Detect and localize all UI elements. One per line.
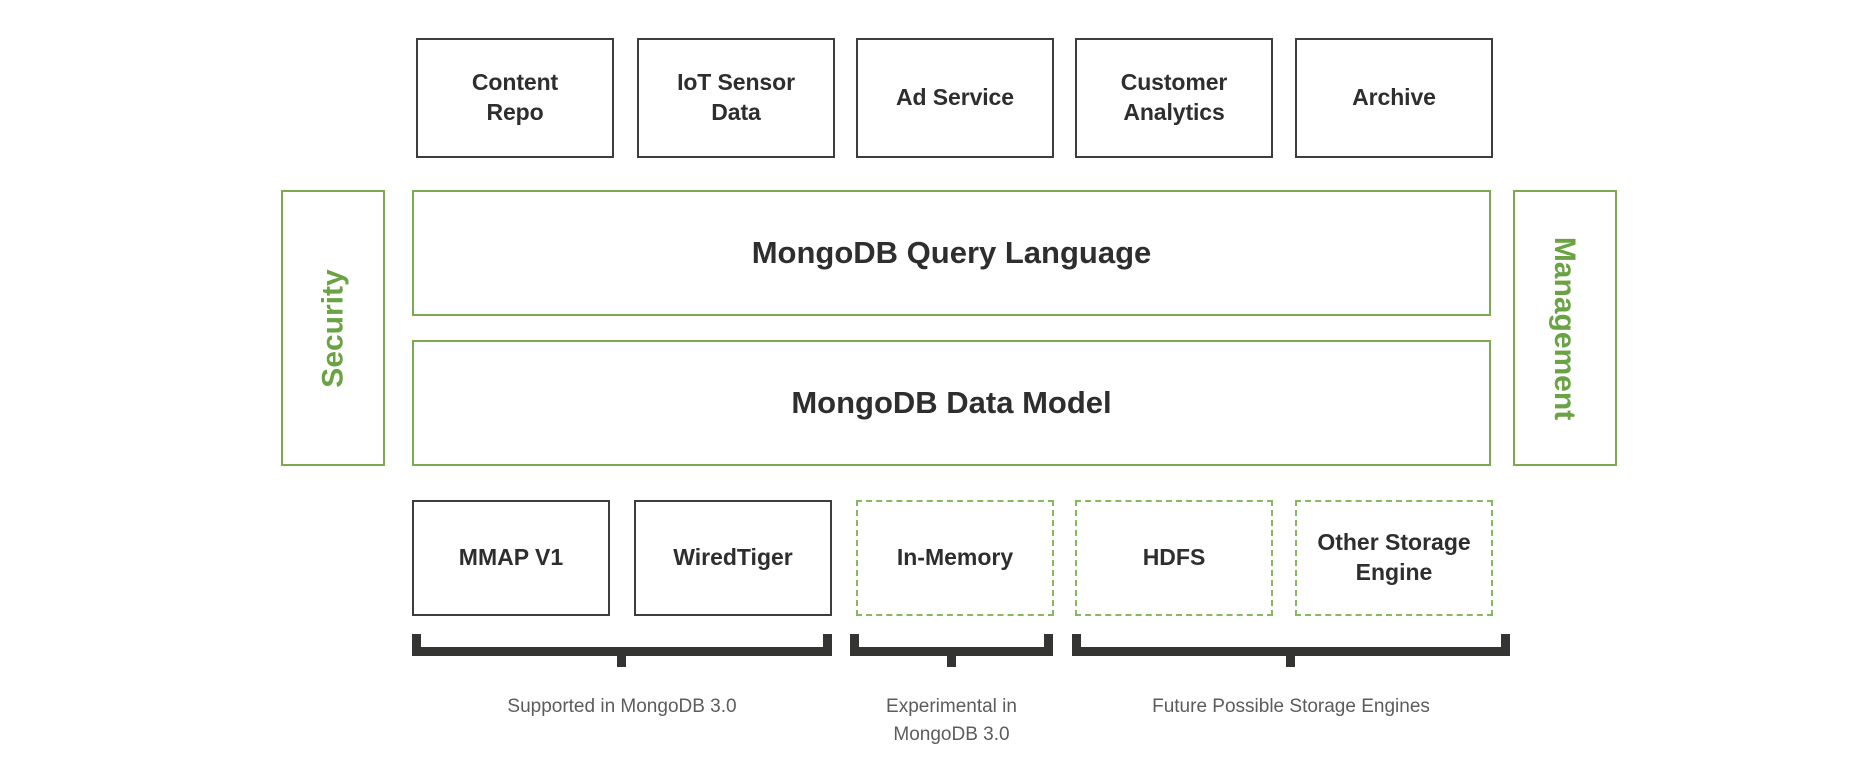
app-box-label: Customer Analytics: [1120, 69, 1228, 125]
bracket-future-group: [1072, 634, 1510, 667]
storage-engine-label: Other Storage Engine: [1317, 529, 1471, 585]
app-box-label: Archive: [1352, 84, 1436, 111]
side-panel-label-security: Security: [316, 268, 350, 388]
side-panel-security[interactable]: Security: [281, 190, 385, 466]
layer-mongodb-query-language[interactable]: MongoDB Query Language: [412, 190, 1491, 316]
storage-engine-label: HDFS: [1142, 544, 1206, 571]
storage-engine-label: WiredTiger: [673, 544, 793, 571]
layer-label: MongoDB Query Language: [751, 234, 1152, 270]
storage-engine-wiredtiger[interactable]: WiredTiger: [634, 500, 832, 616]
bracket-stem: [1286, 647, 1295, 667]
storage-engine-other[interactable]: Other Storage Engine: [1295, 500, 1493, 616]
app-box-label: Content Repo: [471, 69, 559, 125]
app-box-iot-sensor-data[interactable]: IoT Sensor Data: [637, 38, 835, 158]
app-box-content-repo[interactable]: Content Repo: [416, 38, 614, 158]
app-box-label: IoT Sensor Data: [677, 69, 795, 125]
app-box-archive[interactable]: Archive: [1295, 38, 1493, 158]
storage-engine-in-memory[interactable]: In-Memory: [856, 500, 1054, 616]
storage-engine-label: In-Memory: [896, 544, 1014, 571]
side-panel-management[interactable]: Management: [1513, 190, 1617, 466]
layer-mongodb-data-model[interactable]: MongoDB Data Model: [412, 340, 1491, 466]
bracket-stem: [617, 647, 626, 667]
storage-engine-hdfs[interactable]: HDFS: [1075, 500, 1273, 616]
layer-label: MongoDB Data Model: [791, 384, 1112, 420]
app-box-label: Ad Service: [896, 84, 1014, 111]
caption-future-group: Future Possible Storage Engines: [1152, 696, 1430, 717]
bracket-supported-group: [412, 634, 832, 667]
app-box-ad-service[interactable]: Ad Service: [856, 38, 1054, 158]
caption-experimental-group: Experimental in MongoDB 3.0: [886, 696, 1017, 745]
caption-supported-group: Supported in MongoDB 3.0: [507, 696, 737, 717]
bracket-stem: [946, 647, 956, 667]
storage-engine-label: MMAP V1: [458, 544, 564, 571]
storage-engine-mmap-v1[interactable]: MMAP V1: [412, 500, 610, 616]
side-panel-label-management: Management: [1548, 236, 1582, 420]
app-box-customer-analytics[interactable]: Customer Analytics: [1075, 38, 1273, 158]
bracket-experimental-group: [850, 634, 1053, 667]
